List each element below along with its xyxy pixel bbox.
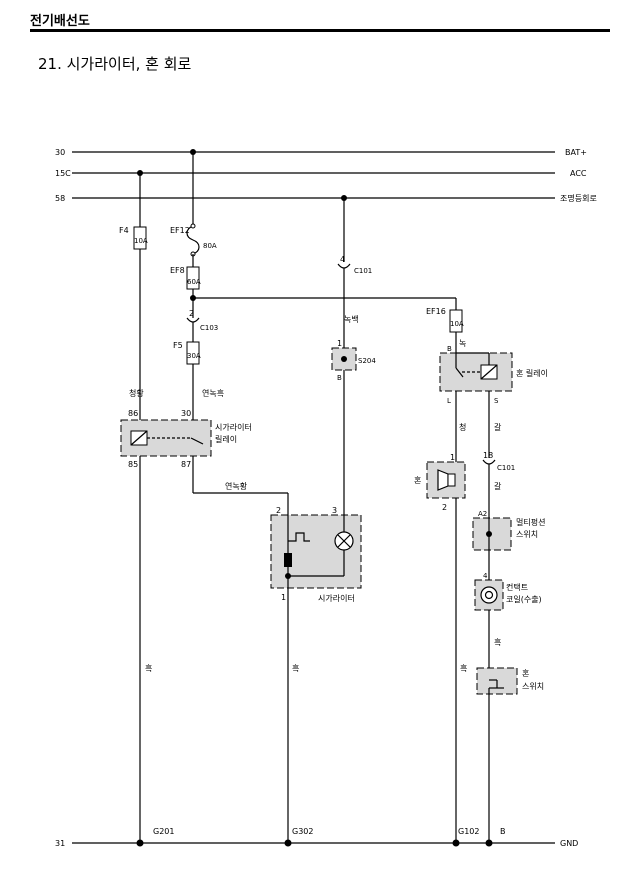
connector-c101-b-name: C101 [497, 464, 515, 472]
fuse-f4-name: F4 [119, 226, 129, 235]
wire-color-chung-hwang: 청황 [129, 388, 144, 398]
lighter-pin-1: 1 [281, 593, 286, 602]
relay-coil-mark [130, 430, 148, 446]
wire-color-heuk: 흑 [494, 637, 501, 647]
splice-s204-name: S204 [358, 357, 376, 365]
ground-dot [136, 839, 144, 847]
wire-color-gal: 갈 [494, 482, 502, 491]
bus-15c-right: ACC [570, 169, 587, 178]
cig-relay-label-1: 시가라이터 [215, 422, 252, 432]
connector-c101-b-pin: 18 [483, 451, 493, 460]
header-rule [30, 29, 610, 32]
horn-switch-label-2: 스위치 [522, 682, 544, 691]
splice-s204-dot [341, 356, 347, 362]
wire-color-chung: 청 [459, 423, 466, 432]
horn-icon [437, 469, 449, 491]
relay-pin-87: 87 [181, 460, 191, 469]
fuse-f5-rating: 30A [187, 352, 201, 360]
connector-c103 [186, 317, 200, 323]
horn-relay-label: 혼 릴레이 [516, 368, 548, 378]
horn-switch-label-1: 혼 [522, 668, 529, 678]
wire-color-heuk: 흑 [145, 663, 152, 673]
bus-58-left: 58 [55, 194, 65, 203]
lighter-pin-2: 2 [276, 506, 281, 515]
wire-color-heuk: 흑 [460, 663, 467, 673]
wire-color-nok-baek: 녹백 [344, 314, 359, 324]
fuse-ef8-rating: 60A [187, 278, 201, 286]
bus-30-left: 30 [55, 148, 65, 157]
multifunction-switch-label-1: 멀티펑션 [516, 517, 545, 527]
ground-dot [485, 839, 493, 847]
ground-g102: G102 [458, 827, 479, 836]
connector-c103-pin: 2 [189, 309, 194, 318]
heating-element [284, 553, 292, 567]
fuse-f4-rating: 10A [134, 237, 148, 245]
multifunction-switch-label-2: 스위치 [516, 530, 538, 539]
horn-pin-1: 1 [450, 453, 455, 462]
contact-coil-icon [484, 590, 494, 600]
bus-31-left: 31 [55, 839, 65, 848]
lighter-pin-3: 3 [332, 506, 337, 515]
ground-g302: G302 [292, 827, 313, 836]
connector-c103-name: C103 [200, 324, 218, 332]
horn-label: 혼 [414, 475, 421, 485]
bus-58-right: 조명등회로 [560, 193, 597, 203]
relay-pin-85: 85 [128, 460, 138, 469]
horn-relay-coil-mark [480, 364, 498, 380]
connector-c101-a [337, 263, 351, 269]
wire-color-heuk: 흑 [292, 663, 299, 673]
horn-pin-2: 2 [442, 503, 447, 512]
fuse-f5-name: F5 [173, 341, 183, 350]
thermal-switch [288, 532, 310, 542]
fuse-ef16-name: EF16 [426, 307, 446, 316]
wire-color-yeon-nok-heuk: 연녹흑 [202, 388, 224, 398]
page-title: 21. 시가라이터, 혼 회로 [38, 55, 192, 73]
relay-pin-86: 86 [128, 409, 138, 418]
section-header: 전기배선도 [30, 14, 90, 29]
contact-coil-pin: 4 [483, 572, 488, 580]
contact-coil-label-1: 컨택트 [506, 582, 528, 592]
horn-relay-switch [455, 367, 464, 378]
splice-s204-sub: B [337, 374, 342, 382]
fuse-ef12-rating: 80A [203, 242, 217, 250]
contact-coil-label-2: 코일(수출) [506, 594, 542, 604]
horn-relay [439, 352, 513, 392]
relay-switch-arm [190, 437, 204, 445]
horn-relay-pin-b: B [447, 345, 452, 353]
relay-pin-30: 30 [181, 409, 191, 418]
connector-c101-a-name: C101 [354, 267, 372, 275]
ground-b: B [500, 827, 506, 836]
ground-dot [284, 839, 292, 847]
fuse-ef16-rating: 10A [450, 320, 464, 328]
cigar-lighter [270, 514, 362, 589]
wire-color-nok: 녹 [459, 339, 466, 348]
connector-c101-b [482, 459, 496, 465]
bus-31-right: GND [560, 839, 578, 848]
multifunction-switch-pin: A2 [478, 510, 487, 518]
splice-s204-pin: 1 [337, 339, 342, 348]
horn-relay-pin-s: S [494, 397, 499, 405]
lighter-label: 시가라이터 [318, 593, 355, 603]
horn-body [447, 473, 456, 487]
wire-color-gal: 갈 [494, 423, 502, 432]
ground-g201: G201 [153, 827, 174, 836]
connector-c101-a-pin: 4 [340, 255, 345, 264]
bus-30-right: BAT+ [565, 148, 587, 157]
cig-relay-label-2: 릴레이 [215, 434, 237, 444]
ground-dot [452, 839, 460, 847]
fuse-ef8-name: EF8 [170, 266, 185, 275]
wire-color-yeon-nok-hwang: 연녹황 [225, 481, 248, 491]
lamp-cross [337, 534, 351, 548]
fusible-link-end [190, 223, 196, 229]
horn-relay-pin-l: L [447, 397, 451, 405]
fuse-ef12-name: EF12 [170, 226, 190, 235]
bus-15c-left: 15C [55, 169, 71, 178]
fusible-link-ef12 [186, 225, 200, 255]
